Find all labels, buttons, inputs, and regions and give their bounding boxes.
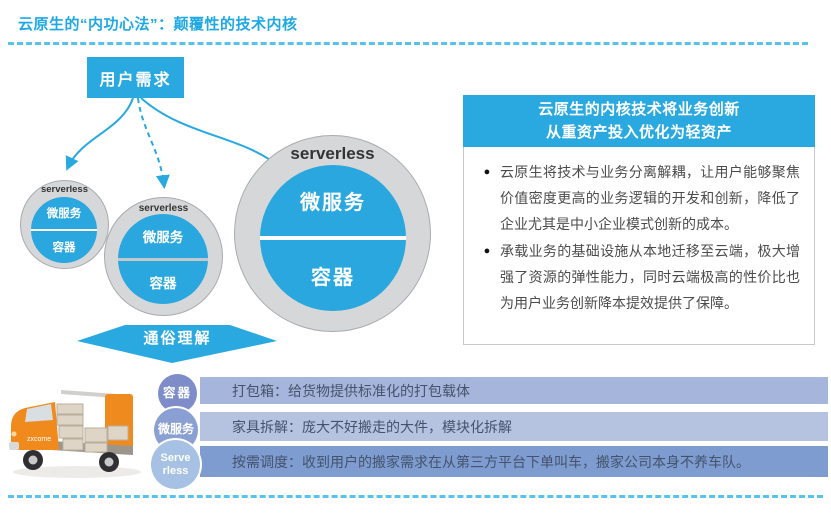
plain-understanding-banner-arrow [77, 325, 277, 363]
tech-circle-core: 微服务 容器 [260, 165, 406, 311]
container-label: 容器 [149, 276, 177, 292]
bullet-text: 云原生将技术与业务分离解耦，让用户能够聚焦价值密度更高的业务逻辑的开发和创新，降… [500, 164, 800, 232]
core-divider [260, 236, 406, 240]
tech-circle-core: 微服务 容器 [31, 197, 97, 263]
analogy-description: 家具拆解：庞大不好搬走的大件，模块化拆解 [232, 418, 512, 435]
bullet-item: ● 承载业务的基础设施从本地迁移至云端，极大增强了资源的弹性能力，同时云端极高的… [474, 238, 800, 316]
bottom-dashed-divider [8, 495, 823, 498]
microservice-label: 微服务 [142, 229, 184, 245]
page-title: 云原生的“内功心法”：颠覆性的技术内核 [18, 16, 298, 33]
term-line: rless [162, 464, 189, 477]
plain-understanding-label: 通俗理解 [143, 330, 212, 347]
panel-title-line1: 云原生的内核技术将业务创新 [538, 100, 740, 118]
analogy-bar-container: 打包箱：给货物提供标准化的打包载体 [200, 377, 828, 404]
term-line: Serve [160, 451, 191, 464]
tech-circle-small: serverless 微服务 容器 [20, 180, 109, 269]
core-divider [118, 257, 208, 261]
term-circle-container: 容器 [158, 374, 197, 413]
serverless-ring-label: serverless [138, 203, 189, 214]
top-dashed-divider [8, 42, 808, 45]
arrow-to-small-circle [65, 97, 134, 171]
bullet-dot-icon: ● [483, 245, 491, 257]
arrow-to-medium-circle [137, 97, 170, 190]
moving-truck-image: zxcome [9, 390, 141, 478]
serverless-ring-label: serverless [40, 184, 89, 195]
container-label: 容器 [52, 242, 76, 255]
serverless-ring-label: serverless [290, 144, 375, 163]
user-needs-box: 用户需求 [87, 57, 184, 98]
analogy-bar-microservice: 家具拆解：庞大不好搬走的大件，模块化拆解 [200, 412, 828, 441]
container-label: 容器 [311, 267, 355, 289]
user-needs-label: 用户需求 [99, 71, 172, 89]
term-line: 容器 [162, 386, 192, 401]
info-panel: 云原生的内核技术将业务创新 从重资产投入优化为轻资产 ● 云原生将技术与业务分离… [463, 95, 815, 345]
truck-watermark-text: zxcome [27, 436, 51, 443]
bullet-dot-icon: ● [483, 166, 491, 178]
analogy-description: 按需调度：收到用户的搬家需求在从第三方平台下单叫车，搬家公司本身不养车队。 [232, 453, 750, 470]
core-divider [31, 228, 97, 232]
term-circle-serverless: Serve rless [151, 440, 200, 489]
info-panel-body: ● 云原生将技术与业务分离解耦，让用户能够聚焦价值密度更高的业务逻辑的开发和创新… [463, 147, 815, 345]
microservice-label: 微服务 [46, 207, 82, 220]
info-panel-header: 云原生的内核技术将业务创新 从重资产投入优化为轻资产 [463, 95, 815, 147]
tech-circle-large: serverless 微服务 容器 [234, 135, 431, 332]
analogy-bar-serverless: 按需调度：收到用户的搬家需求在从第三方平台下单叫车，搬家公司本身不养车队。 [200, 446, 828, 477]
tech-circle-medium: serverless 微服务 容器 [104, 197, 223, 316]
panel-title-line2: 从重资产投入优化为轻资产 [545, 124, 732, 141]
tech-circle-core: 微服务 容器 [118, 214, 208, 304]
analogy-description: 打包箱：给货物提供标准化的打包载体 [232, 382, 470, 399]
bullet-item: ● 云原生将技术与业务分离解耦，让用户能够聚焦价值密度更高的业务逻辑的开发和创新… [474, 159, 800, 237]
term-line: 微服务 [157, 422, 194, 437]
microservice-label: 微服务 [300, 192, 366, 214]
bullet-text: 承载业务的基础设施从本地迁移至云端，极大增强了资源的弹性能力，同时云端极高的性价… [500, 243, 800, 311]
